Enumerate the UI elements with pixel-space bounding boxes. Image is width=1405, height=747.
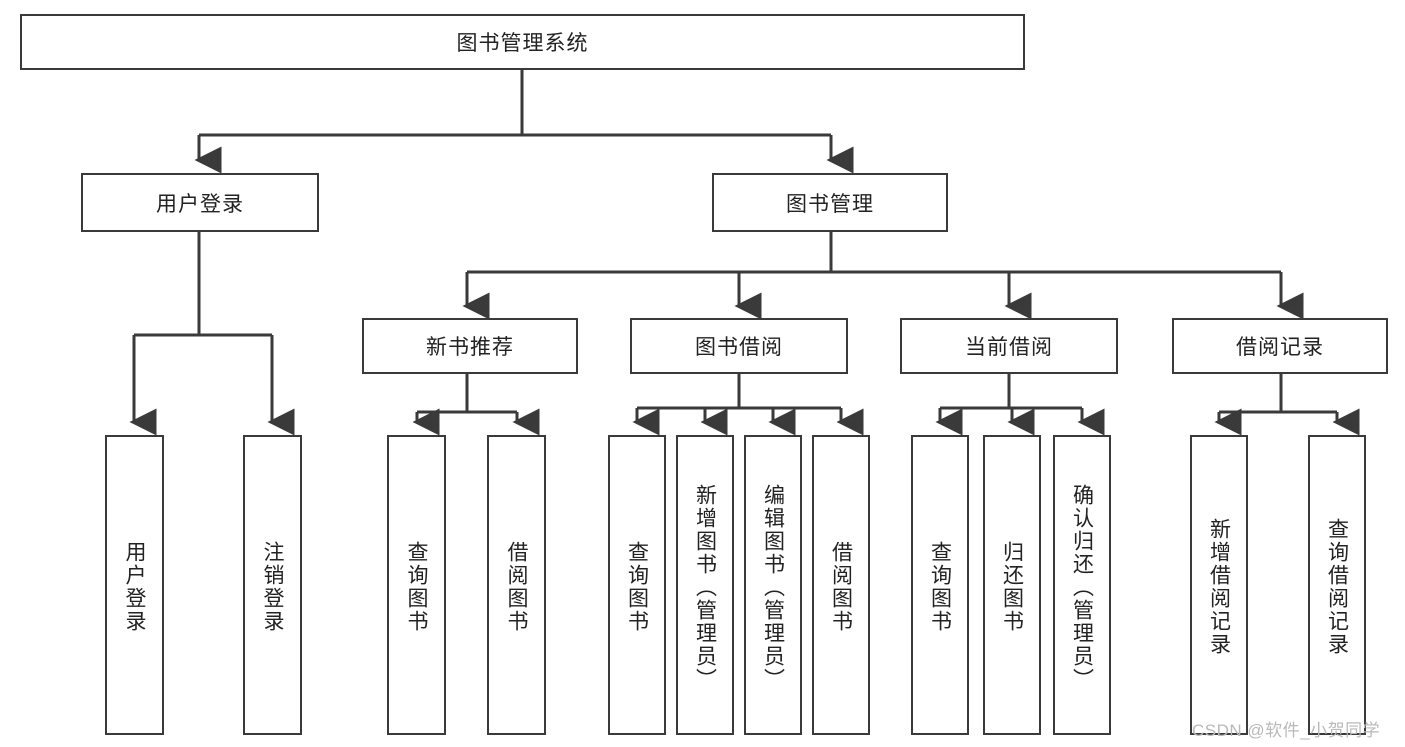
node-leaf-query-book-2-label: 查询图书 <box>625 541 649 633</box>
node-leaf-add-record[interactable]: 新增借阅记录 <box>1190 435 1248 735</box>
node-leaf-borrow-book-2-label: 借阅图书 <box>829 541 853 633</box>
csdn-watermark: CSDN @软件_小贺同学 <box>1192 721 1381 740</box>
node-new-book-rec-label: 新书推荐 <box>426 336 514 359</box>
node-leaf-borrow-book-1[interactable]: 借阅图书 <box>487 435 546 735</box>
node-leaf-query-book-2[interactable]: 查询图书 <box>608 435 666 735</box>
node-book-manage[interactable]: 图书管理 <box>712 173 948 232</box>
node-leaf-confirm-return-label: 确认归还（管理员） <box>1070 483 1094 691</box>
node-leaf-borrow-book-1-label: 借阅图书 <box>505 541 528 633</box>
node-leaf-user-logout[interactable]: 注销登录 <box>243 435 302 735</box>
node-leaf-confirm-return[interactable]: 确认归还（管理员） <box>1053 435 1111 735</box>
node-leaf-add-book-label: 新增图书（管理员） <box>693 483 717 691</box>
node-borrow-record[interactable]: 借阅记录 <box>1172 318 1388 374</box>
node-leaf-edit-book[interactable]: 编辑图书（管理员） <box>744 435 802 735</box>
node-leaf-query-book-1[interactable]: 查询图书 <box>387 435 446 735</box>
node-book-borrow-label: 图书借阅 <box>695 336 783 359</box>
node-leaf-edit-book-label: 编辑图书（管理员） <box>761 483 785 691</box>
node-leaf-query-record-label: 查询借阅记录 <box>1325 518 1349 656</box>
node-root-label: 图书管理系统 <box>456 32 589 55</box>
node-leaf-query-book-3[interactable]: 查询图书 <box>911 435 969 735</box>
node-user-login-label: 用户登录 <box>156 192 244 216</box>
node-leaf-user-logout-label: 注销登录 <box>261 541 284 633</box>
node-borrow-record-label: 借阅记录 <box>1236 336 1324 359</box>
node-book-borrow[interactable]: 图书借阅 <box>630 318 848 374</box>
node-leaf-borrow-book-2[interactable]: 借阅图书 <box>812 435 870 735</box>
node-leaf-query-book-1-label: 查询图书 <box>405 541 428 633</box>
node-leaf-query-record[interactable]: 查询借阅记录 <box>1308 435 1366 735</box>
node-root[interactable]: 图书管理系统 <box>20 14 1025 70</box>
node-leaf-user-login-label: 用户登录 <box>123 541 146 633</box>
node-leaf-return-book[interactable]: 归还图书 <box>983 435 1041 735</box>
node-new-book-rec[interactable]: 新书推荐 <box>362 318 578 374</box>
node-current-borrow-label: 当前借阅 <box>965 336 1053 359</box>
node-leaf-query-book-3-label: 查询图书 <box>928 541 952 633</box>
node-leaf-add-book[interactable]: 新增图书（管理员） <box>676 435 734 735</box>
node-leaf-user-login[interactable]: 用户登录 <box>105 435 164 735</box>
node-book-manage-label: 图书管理 <box>786 192 874 216</box>
node-user-login[interactable]: 用户登录 <box>81 173 319 232</box>
node-leaf-return-book-label: 归还图书 <box>1000 541 1024 633</box>
node-leaf-add-record-label: 新增借阅记录 <box>1207 518 1231 656</box>
node-current-borrow[interactable]: 当前借阅 <box>900 318 1118 374</box>
